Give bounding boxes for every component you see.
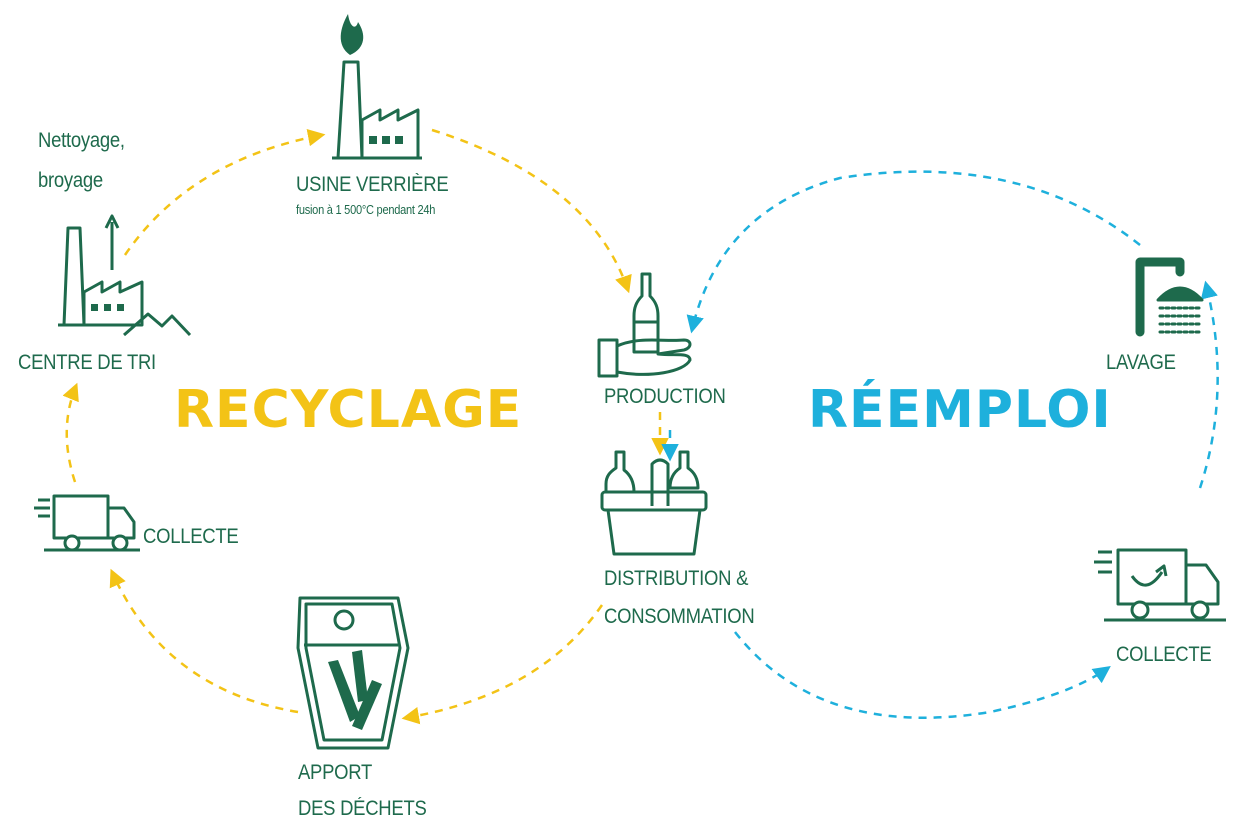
factory-flame-icon — [332, 14, 422, 160]
reuse-title: RÉEMPLOI — [808, 380, 1112, 440]
apport-line1: APPORT — [298, 761, 373, 784]
return-truck-icon — [1094, 548, 1226, 622]
recycling-arrows — [62, 128, 669, 725]
usine-title: USINE VERRIÈRE — [296, 173, 449, 196]
basket-bottles-icon — [600, 450, 708, 556]
arrow-tri-to-usine — [123, 129, 326, 256]
hand-bottle-icon — [597, 272, 692, 378]
usine-subtitle: fusion à 1 500°C pendant 24h — [296, 202, 436, 217]
glass-bin-icon — [296, 596, 410, 750]
arrow-lavage-to-production — [686, 170, 1141, 334]
recycling-title: RECYCLAGE — [174, 380, 523, 440]
sorting-factory-icon — [58, 214, 192, 337]
centre-tri-note-line1: Nettoyage, — [38, 129, 125, 152]
collecte-reemploi-title: COLLECTE — [1116, 643, 1212, 666]
lavage-title: LAVAGE — [1106, 351, 1176, 374]
arrow-distribution-to-apport — [401, 604, 604, 725]
distribution-line2: CONSOMMATION — [604, 605, 755, 628]
arrow-apport-to-collecte — [109, 568, 299, 714]
arrow-usine-to-production — [431, 128, 632, 294]
arrow-distribution-to-collecte — [734, 631, 1111, 719]
reuse-arrows — [661, 170, 1219, 719]
centre-tri-title: CENTRE DE TRI — [18, 351, 156, 374]
shower-icon — [1135, 257, 1204, 337]
arrow-collecte-to-tri — [62, 382, 79, 483]
distribution-line1: DISTRIBUTION & — [604, 567, 749, 590]
collecte-recyclage-title: COLLECTE — [143, 525, 239, 548]
apport-line2: DES DÉCHETS — [298, 797, 427, 820]
delivery-truck-icon — [34, 494, 140, 552]
arrow-collecte-to-lavage — [1198, 280, 1219, 489]
production-title: PRODUCTION — [604, 385, 726, 408]
centre-tri-note-line2: broyage — [38, 169, 103, 192]
